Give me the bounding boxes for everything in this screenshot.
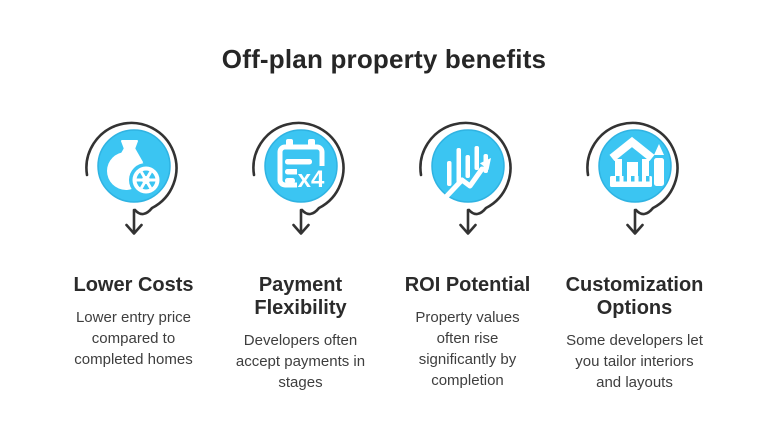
benefit-column-customization-options: Customization Options Some developers le… [551,114,718,393]
benefit-title: ROI Potential [404,274,531,296]
benefit-description: Property values often rise significantly… [415,309,520,389]
benefits-row: Lower Costs Lower entry price compared t… [0,114,768,393]
benefit-description: Developers often accept payments in stag… [235,332,366,391]
calendar-glyph: x4 [277,139,325,193]
benefit-column-lower-costs: Lower Costs Lower entry price compared t… [50,114,217,393]
money-bag-coin-icon [64,114,204,244]
circular-arrow-icon [251,121,345,235]
money-bag-glyph [106,140,163,197]
calendar-x4-label: x4 [297,166,324,193]
benefit-description: Some developers let you tailor interiors… [566,332,703,391]
benefit-column-payment-flexibility: x4 Payment Flexibility Developers often … [217,114,384,393]
benefit-title: Customization Options [565,274,704,319]
benefit-title: Payment Flexibility [254,274,347,319]
benefit-description: Lower entry price compared to completed … [74,309,193,368]
page-title: Off-plan property benefits [221,44,547,74]
calendar-x4-icon: x4 [231,114,371,244]
house-design-icon [565,114,705,244]
benefit-column-roi-potential: ROI Potential Property values often rise… [384,114,551,393]
benefit-title: Lower Costs [73,274,194,296]
growth-chart-icon [398,114,538,244]
bars-and-arrow-glyph [441,146,491,202]
circular-arrow-icon [418,121,512,235]
house-ruler-pencil-glyph [609,136,664,187]
circular-arrow-icon [84,121,178,235]
circular-arrow-icon [585,121,679,235]
